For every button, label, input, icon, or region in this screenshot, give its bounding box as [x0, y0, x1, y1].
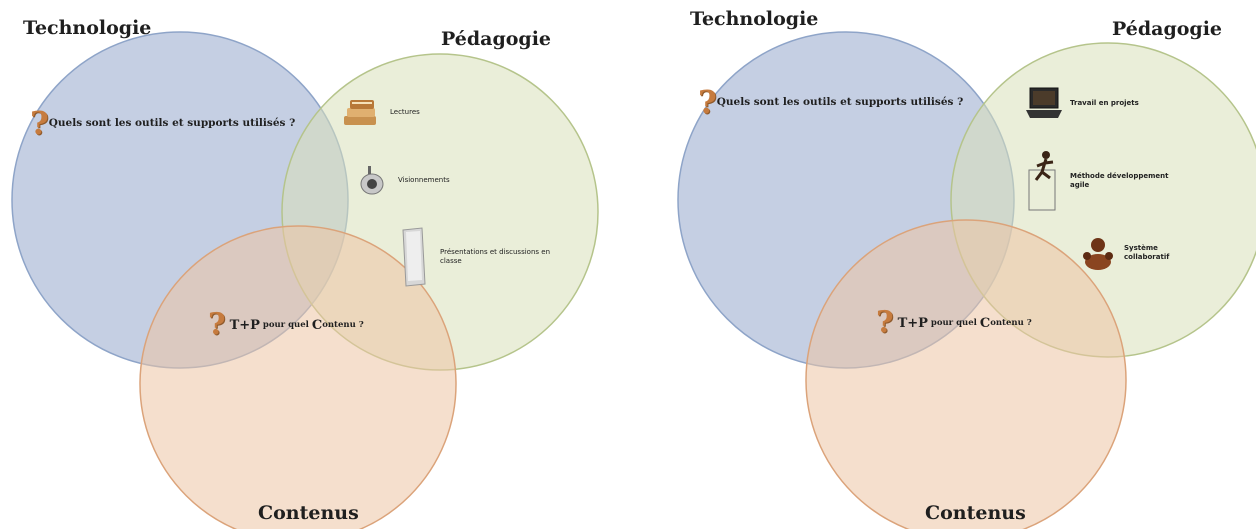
item-label: Présentations et discussions en classe [440, 247, 551, 265]
books-icon [344, 100, 376, 125]
label-contenus: Contenus [258, 502, 359, 524]
video-camera-icon [360, 166, 384, 195]
label-pedagogie: Pédagogie [1112, 18, 1223, 40]
question-mark-icon: ? [698, 83, 717, 121]
document-icon [402, 227, 426, 287]
label-pedagogie: Pédagogie [441, 28, 552, 50]
tp-c-letter: C [311, 317, 323, 333]
item-label: Travail en projets [1070, 99, 1139, 108]
question-mark-icon: ? [876, 305, 894, 340]
laptop-icon [1026, 87, 1062, 118]
venn-circles-right [677, 31, 1256, 529]
circle-contenus [805, 219, 1127, 529]
circle-contenus [139, 225, 457, 529]
question-mark-icon: ? [208, 307, 226, 342]
item-label: Visionnements [398, 176, 450, 185]
tp-end-text: ontenu ? [322, 320, 364, 330]
item-methode-agile: Méthode développement agile [1026, 148, 1182, 214]
item-label: Méthode développement agile [1070, 171, 1169, 189]
tp-end-text: ontenu ? [990, 318, 1032, 328]
venn-circles-left [11, 31, 599, 529]
item-label: Lectures [390, 108, 420, 117]
question-mark-icon: ? [30, 104, 49, 142]
runner-icon [1028, 151, 1056, 211]
question-tools: ? Quels sont les outils et supports util… [698, 86, 963, 118]
question-text: Quels sont les outils et supports utilis… [48, 117, 296, 129]
venn-diagram-left: Technologie Pédagogie Contenus ? Quels s… [11, 17, 599, 529]
label-technologie: Technologie [690, 8, 819, 30]
tp-middle-text: pour quel [259, 320, 312, 330]
item-label: Système collaboratif [1124, 243, 1170, 261]
tp-label: T+P [229, 317, 260, 333]
question-tp-content: ? T+P pour quel C ontenu ? [208, 310, 364, 340]
question-tp-content: ? T+P pour quel C ontenu ? [876, 308, 1032, 338]
item-lectures: Lectures [340, 96, 420, 130]
label-technologie: Technologie [23, 17, 152, 39]
question-tools: ? Quels sont les outils et supports util… [30, 107, 295, 139]
item-presentations: Présentations et discussions en classe [400, 226, 570, 288]
tp-c-letter: C [979, 315, 991, 331]
item-travail-projets: Travail en projets [1024, 86, 1139, 122]
item-visionnements: Visionnements [358, 164, 450, 198]
question-text: Quels sont les outils et supports utilis… [716, 96, 964, 108]
item-systeme-collaboratif: Système collaboratif [1080, 236, 1204, 270]
label-contenus: Contenus [925, 502, 1026, 524]
venn-diagram-right: Technologie Pédagogie Contenus ? Quels s… [628, 0, 1256, 529]
teamwork-icon [1083, 238, 1113, 270]
tp-label: T+P [897, 315, 928, 331]
tp-middle-text: pour quel [927, 318, 980, 328]
